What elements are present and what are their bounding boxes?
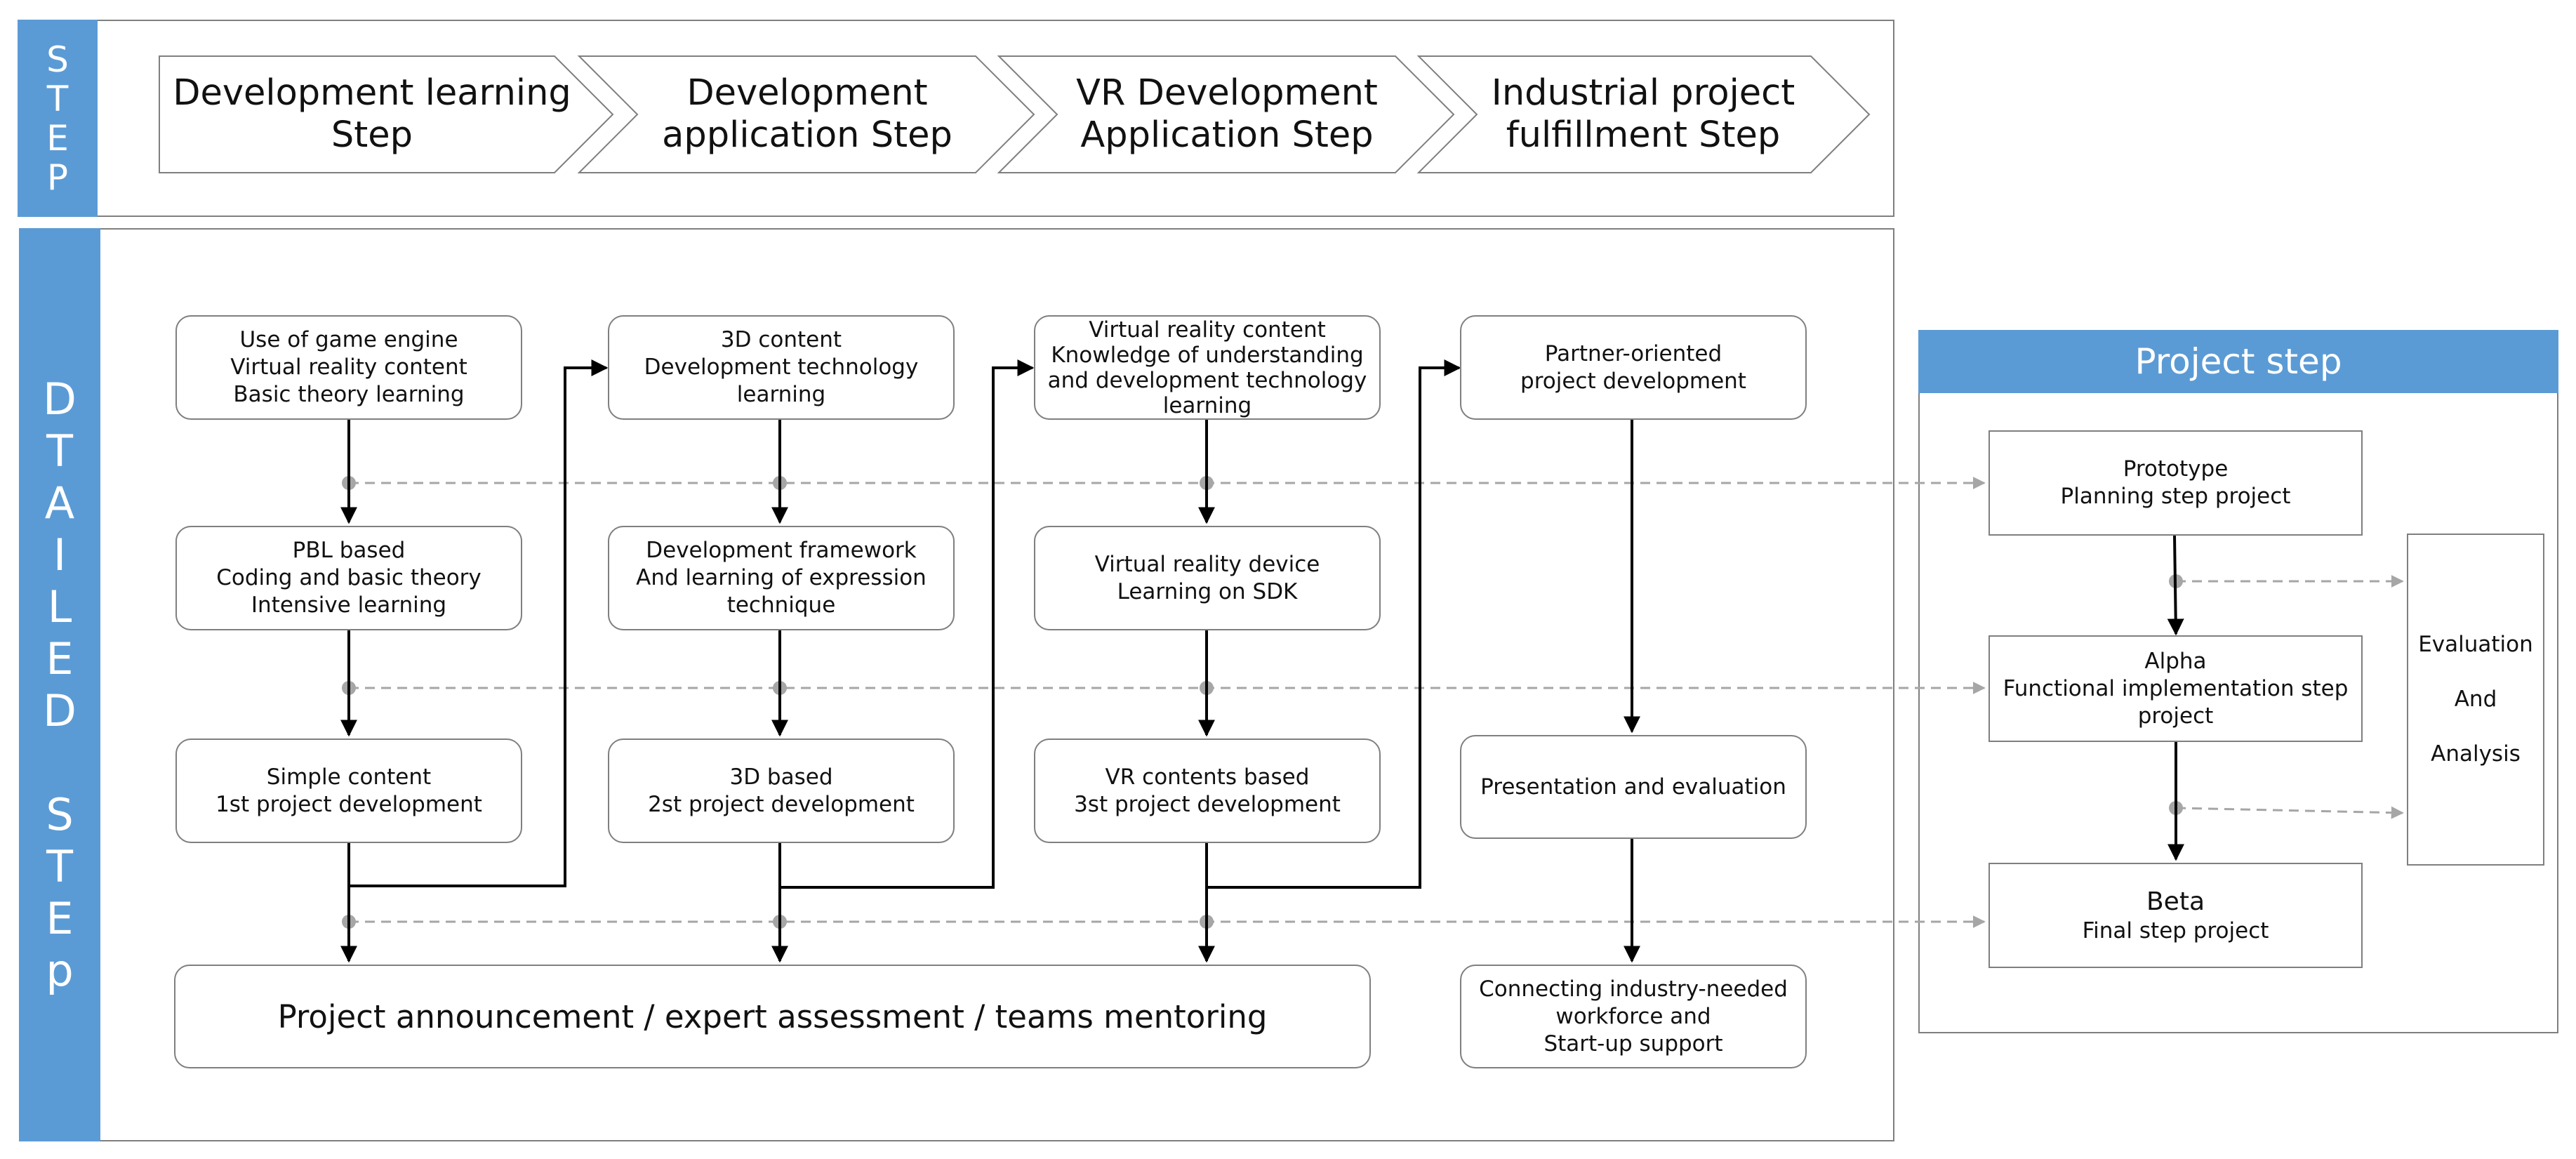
sidebar-letter bbox=[53, 741, 67, 785]
chevron-label-2: Development application Step bbox=[662, 72, 952, 156]
sidebar-letter: E bbox=[46, 892, 74, 944]
sidebar-letter: A bbox=[44, 477, 75, 529]
col4-workforce-box: Connecting industry-needed workforce and… bbox=[1460, 965, 1807, 1068]
alpha-box: Alpha Functional implementation step pro… bbox=[1989, 635, 2363, 742]
col4-presentation-box: Presentation and evaluation bbox=[1460, 735, 1807, 839]
chevron-label-4: Industrial project fulfillment Step bbox=[1491, 72, 1795, 156]
sidebar-letter: T bbox=[46, 425, 73, 477]
evaluation-box: Evaluation And Analysis bbox=[2407, 534, 2544, 866]
sidebar-letter: p bbox=[46, 944, 74, 996]
sidebar-letter: S bbox=[46, 788, 74, 840]
sidebar-letter: L bbox=[47, 581, 72, 633]
col2-theory-box: 3D content Development technology learni… bbox=[608, 315, 955, 420]
sidebar-letter: E bbox=[46, 633, 74, 684]
col3-project-box: VR contents based 3st project developmen… bbox=[1034, 739, 1381, 843]
sidebar-letter: T bbox=[46, 840, 73, 892]
beta-subtitle: Final step project bbox=[2082, 918, 2269, 943]
prototype-box: Prototype Planning step project bbox=[1989, 430, 2363, 536]
chevron-label-1: Development learning Step bbox=[173, 72, 571, 156]
col3-sdk-box: Virtual reality device Learning on SDK bbox=[1034, 526, 1381, 630]
col2-project-box: 3D based 2st project development bbox=[608, 739, 955, 843]
col1-theory-box: Use of game engine Virtual reality conte… bbox=[175, 315, 522, 420]
beta-box: Beta Final step project bbox=[1989, 863, 2363, 968]
chevron-label-3: VR Development Application Step bbox=[1076, 72, 1378, 156]
sidebar-letter: T bbox=[46, 78, 69, 119]
sidebar-letter: S bbox=[46, 39, 69, 80]
col3-theory-box: Virtual reality content Knowledge of und… bbox=[1034, 315, 1381, 420]
beta-title: Beta bbox=[2146, 887, 2205, 916]
sidebar-letter: E bbox=[46, 117, 69, 159]
col2-framework-box: Development framework And learning of ex… bbox=[608, 526, 955, 630]
col1-pbl-box: PBL based Coding and basic theory Intens… bbox=[175, 526, 522, 630]
sidebar-letter: D bbox=[43, 373, 77, 425]
sidebar-letter: P bbox=[46, 157, 69, 198]
col1-project-box: Simple content 1st project development bbox=[175, 739, 522, 843]
project-step-title: Project step bbox=[1918, 330, 2558, 393]
col4-partner-box: Partner-oriented project development bbox=[1460, 315, 1807, 420]
sidebar-letter: I bbox=[53, 529, 67, 581]
announcement-box: Project announcement / expert assessment… bbox=[174, 965, 1371, 1068]
sidebar-letter: D bbox=[43, 684, 77, 736]
